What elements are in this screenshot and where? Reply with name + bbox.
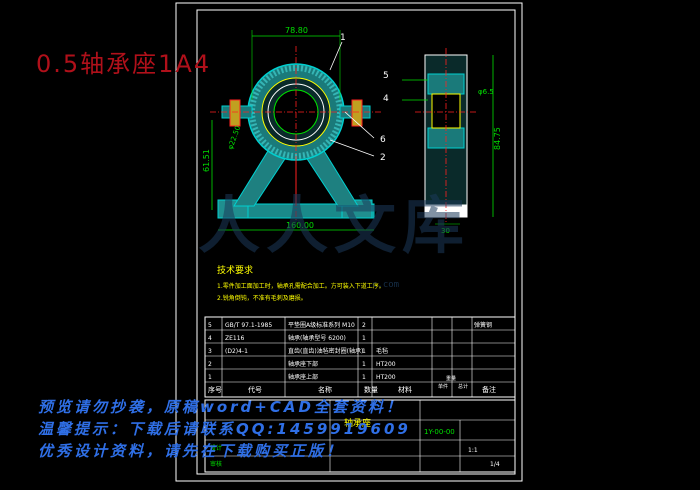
- bom-header-mass: 重量: [446, 375, 456, 382]
- title-block-sheet: 1/4: [490, 461, 500, 468]
- bom-rows: 5 GB/T 97.1-1985 平垫圈A级标准系列 M10 2 弹簧钢 4 ZE116 轴承…: [208, 321, 492, 381]
- title-block: 轴承座 1Y-00-00 1:1 1/4 设计 审核: [204, 399, 516, 473]
- callout-5: 5: [383, 71, 389, 81]
- side-view: 84.75 φ6.5 5 4 30: [383, 48, 502, 235]
- ad-line-1: 预览请勿抄袭，原稿word+CAD全套资料！: [38, 398, 404, 416]
- tech-req-item-1: 1.零件加工面加工时，轴承孔需配合加工。方可装入下道工序。: [217, 282, 385, 290]
- bom-cell-name: 直齿(直齿)油毡密封圈(轴承): [288, 347, 363, 355]
- bom-cell-code: (D2)4-1: [225, 348, 248, 355]
- bom-header-note: 备注: [482, 385, 496, 394]
- bom-grid: [205, 317, 515, 397]
- dim-right-small: φ6.5: [478, 88, 494, 96]
- bom-header-material: 材料: [398, 385, 412, 394]
- overlay-title: 0.5轴承座1A4: [36, 50, 212, 78]
- tech-req-title: 技术要求: [217, 264, 253, 276]
- bom-cell-seq: 4: [208, 335, 212, 342]
- dim-left-height: 61.51: [202, 149, 211, 172]
- bom-cell-name: 轴承座下部: [288, 360, 318, 368]
- watermark-url: c.com: [372, 280, 400, 290]
- title-block-scale: 1:1: [468, 447, 478, 454]
- left-bolt: [229, 99, 241, 127]
- bom-table: 5 GB/T 97.1-1985 平垫圈A级标准系列 M10 2 弹簧钢 4 ZE116 轴承…: [204, 316, 516, 398]
- dim-base-width: 160.00: [286, 221, 314, 230]
- bom-cell-name: 轴承座上部: [288, 373, 318, 381]
- bom-header-total-mass: 总计: [458, 383, 468, 390]
- bom-header-code: 代号: [248, 385, 262, 394]
- dim-top-width: 78.80: [285, 26, 308, 35]
- bom-cell-qty: 1: [362, 361, 366, 368]
- title-block-drawing-no: 1Y-00-00: [424, 428, 455, 436]
- callout-2-leader: [329, 139, 375, 157]
- title-block-name: 轴承座: [344, 417, 371, 429]
- tech-req-item-2: 2.锐角倒钝，不准有毛刺及磨损。: [217, 294, 307, 302]
- bom-cell-code: GB/T 97.1-1985: [225, 322, 272, 329]
- bom-cell-seq: 1: [208, 374, 212, 381]
- title-block-border: [204, 399, 516, 473]
- bom-cell-qty: 1: [362, 348, 366, 355]
- callout-1-leader: [329, 41, 343, 71]
- bom-cell-qty: 1: [362, 374, 366, 381]
- bom-cell-material: 毛毡: [376, 347, 388, 355]
- bom-cell-seq: 2: [208, 361, 212, 368]
- callout-4: 4: [383, 94, 389, 104]
- ad-line-2: 温馨提示：下载后请联系QQ:1459919609: [38, 420, 411, 438]
- dim-right-height: 84.75: [493, 127, 502, 150]
- dim-right-bottom: 30: [441, 227, 450, 235]
- bom-cell-note: 弹簧钢: [474, 321, 492, 329]
- bom-header-name: 名称: [318, 385, 332, 394]
- bom-cell-name: 平垫圈A级标准系列 M10: [288, 321, 355, 329]
- callout-2: 2: [380, 153, 386, 163]
- bom-header-seq: 序号: [208, 385, 222, 394]
- bom-border: [204, 316, 516, 398]
- drawing-frame-inner: [196, 9, 516, 475]
- bom-cell-qty: 1: [362, 335, 366, 342]
- bom-header-unit-mass: 单件: [438, 383, 448, 390]
- watermark-logo: 人人文库: [198, 189, 471, 262]
- tech-requirements: 技术要求 1.零件加工面加工时，轴承孔需配合加工。方可装入下道工序。 2.锐角倒…: [217, 264, 385, 302]
- title-block-checker: 审核: [210, 460, 222, 468]
- title-block-designer: 设计: [210, 444, 222, 452]
- right-bolt: [351, 99, 363, 127]
- ad-line-3: 优秀设计资料，请先在下载购买正版！: [38, 442, 345, 460]
- bom-header-row: 序号 代号 名称 数量 材料 单件 总计 重量 备注: [208, 375, 496, 394]
- callout-1: 1: [340, 33, 346, 43]
- bom-cell-qty: 2: [362, 322, 366, 329]
- bom-cell-seq: 3: [208, 348, 212, 355]
- bom-cell-name: 轴承(轴承型号 6200): [288, 334, 346, 342]
- callout-6-leader: [344, 111, 375, 139]
- dim-bolt-hole: φ22.50: [226, 125, 242, 151]
- bom-cell-seq: 5: [208, 322, 212, 329]
- callout-6: 6: [380, 135, 386, 145]
- bom-header-qty: 数量: [364, 385, 378, 394]
- front-view: 78.80 61.51 φ22.50 160.00 1 2 6: [202, 26, 386, 231]
- drawing-frame-outer: [175, 2, 523, 482]
- bom-cell-code: ZE116: [225, 335, 245, 342]
- bom-cell-material: HT200: [376, 374, 396, 381]
- bom-cell-material: HT200: [376, 361, 396, 368]
